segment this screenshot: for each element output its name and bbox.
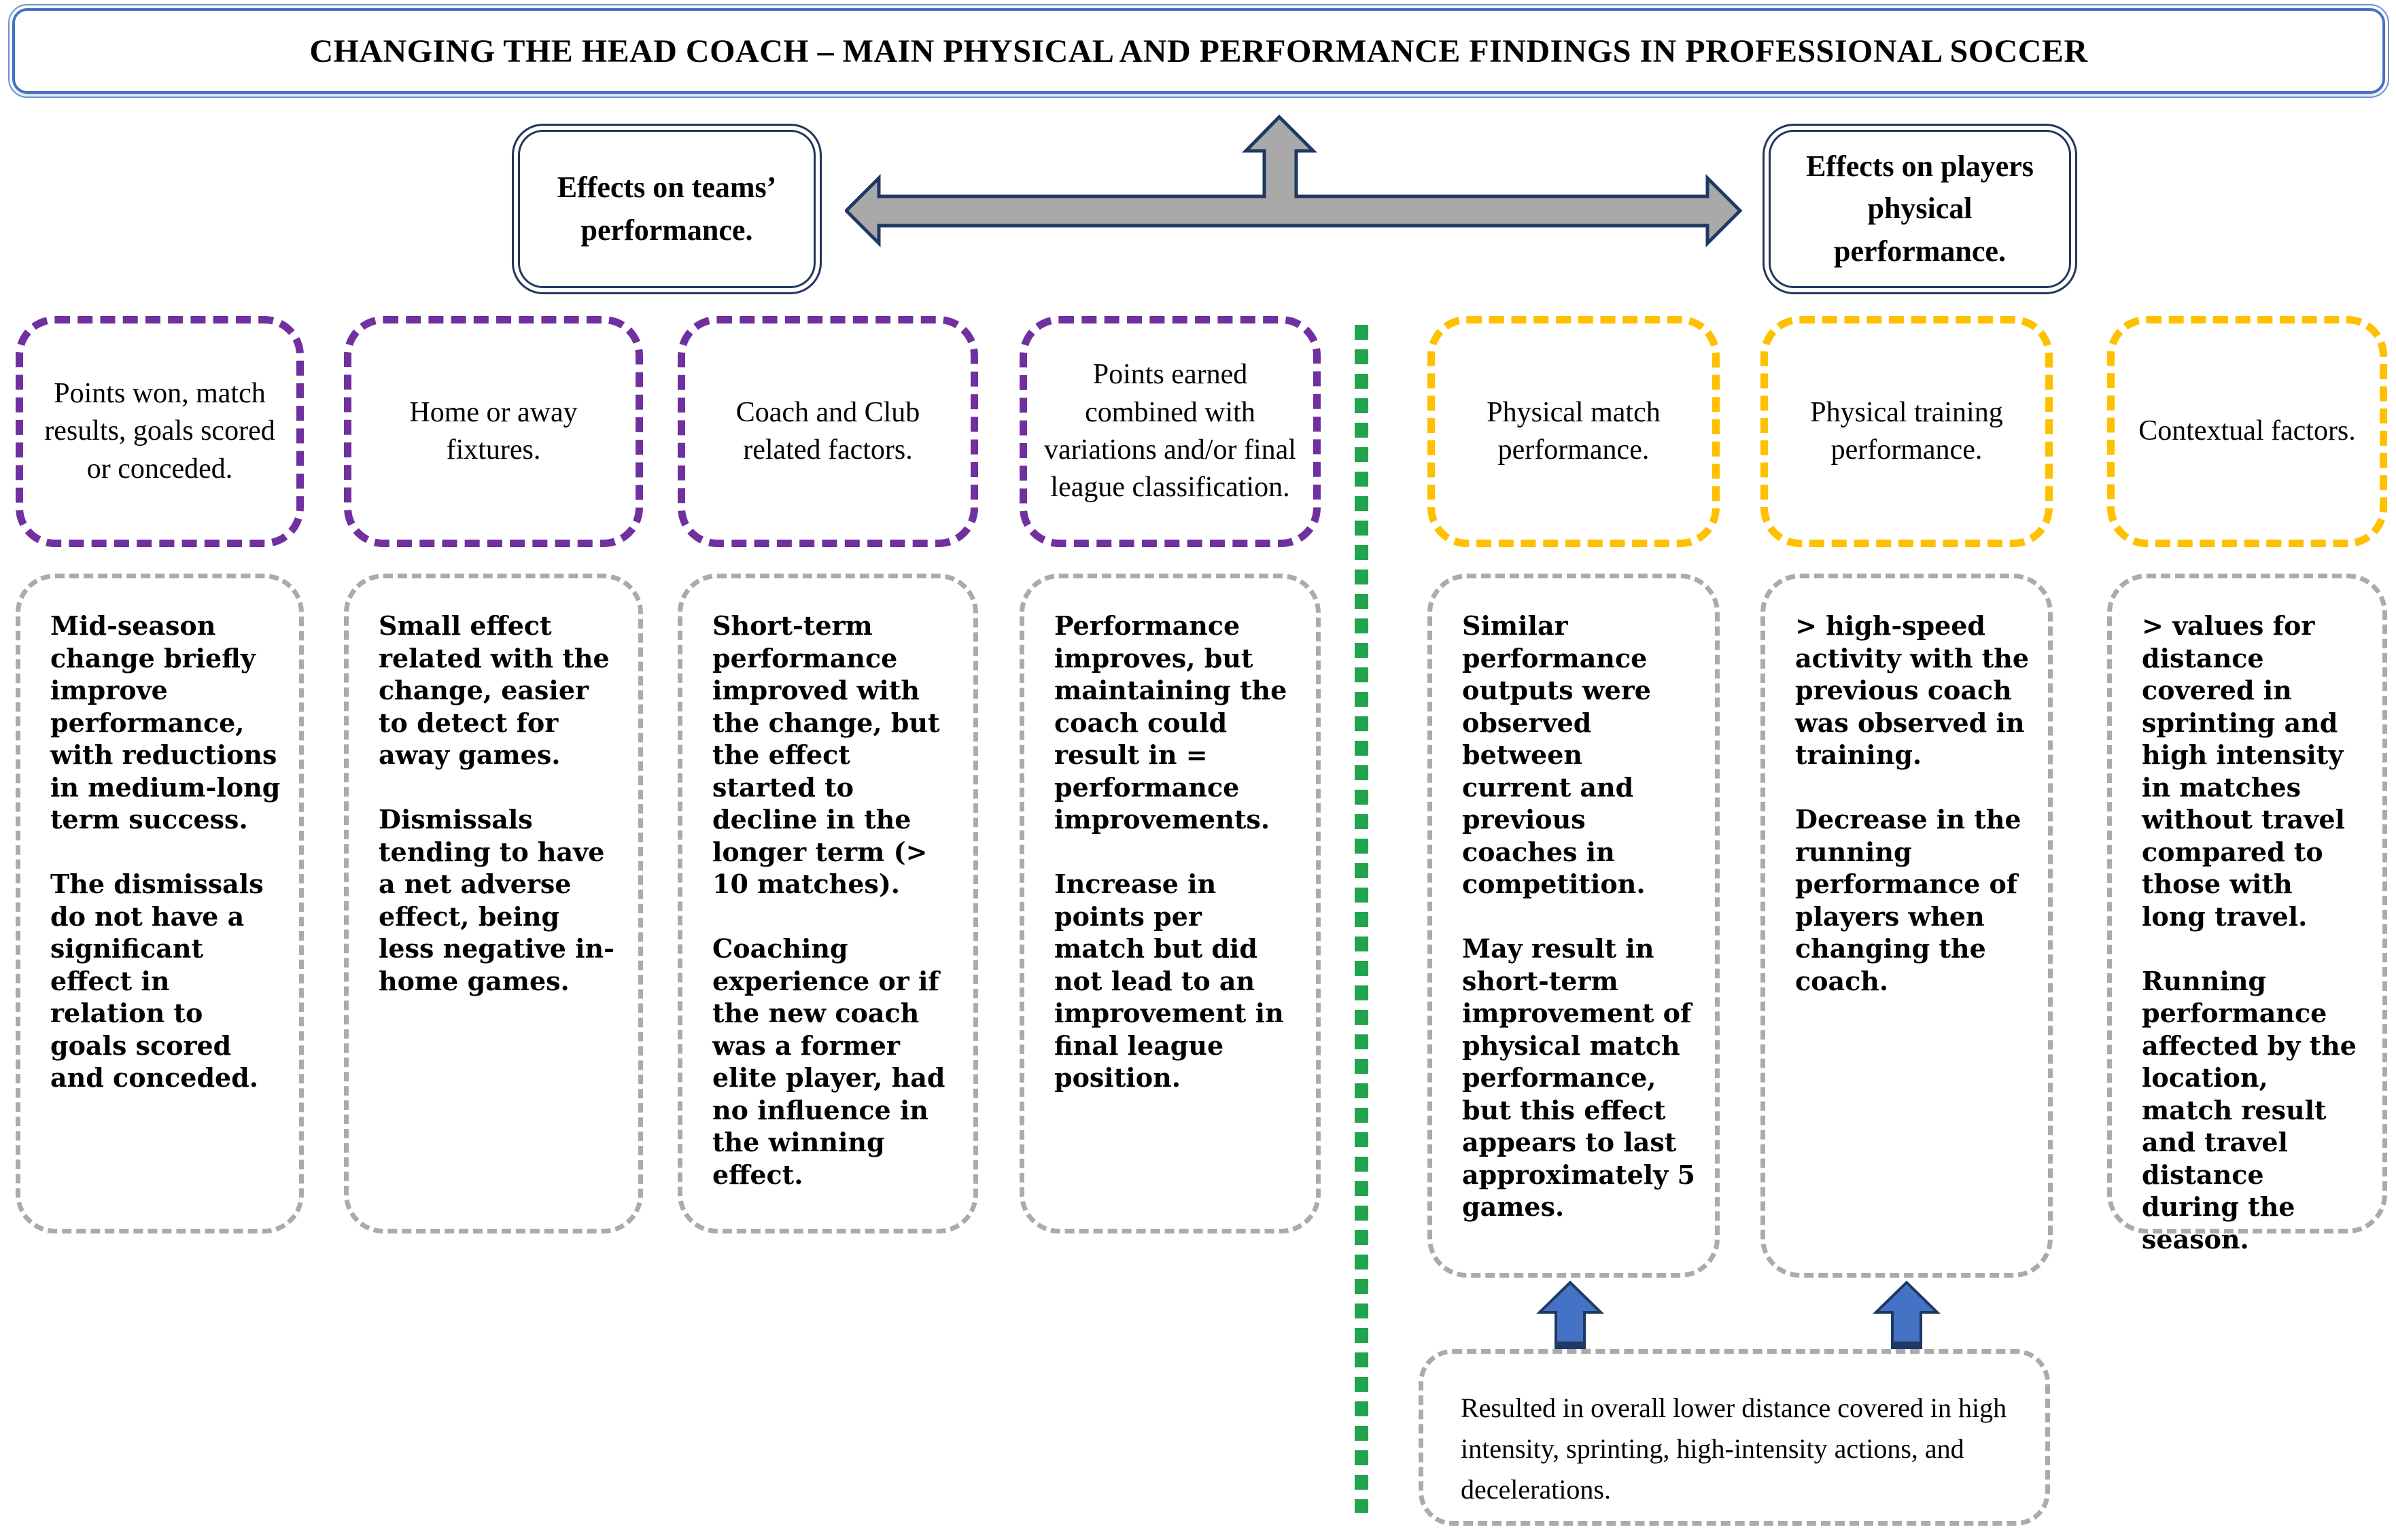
- effects-players-label: Effects on players physical performance.: [1806, 149, 2034, 268]
- effects-teams-box: Effects on teams’ performance.: [512, 124, 822, 294]
- category-label: Points earned combined with variations a…: [1044, 359, 1296, 504]
- finding-text: Short-term performance improved with the…: [712, 610, 945, 1190]
- figure-title: CHANGING THE HEAD COACH – MAIN PHYSICAL …: [309, 33, 2088, 69]
- finding-text: Mid-season change briefly improve perfor…: [50, 610, 281, 1093]
- summary-text: Resulted in overall lower distance cover…: [1461, 1393, 2007, 1505]
- category-box-coach-club: Coach and Club related factors.: [678, 316, 978, 547]
- finding-text: > high-speed activity with the previous …: [1795, 610, 2030, 996]
- finding-text: Similar performance outputs were observe…: [1462, 610, 1695, 1222]
- up-arrow-icon: [1536, 1280, 1604, 1357]
- up-arrow-icon: [1873, 1280, 1941, 1357]
- title-banner: CHANGING THE HEAD COACH – MAIN PHYSICAL …: [8, 4, 2389, 98]
- category-label: Points won, match results, goals scored …: [44, 377, 275, 485]
- category-box-points-won: Points won, match results, goals scored …: [16, 316, 304, 547]
- finding-box-home-away: Small effect related with the change, ea…: [344, 574, 643, 1233]
- category-box-points-earned: Points earned combined with variations a…: [1020, 316, 1321, 547]
- finding-box-contextual: > values for distance covered in sprinti…: [2107, 574, 2387, 1255]
- category-label: Physical training performance.: [1810, 396, 2003, 466]
- finding-box-physical-training: > high-speed activity with the previous …: [1760, 574, 2053, 1278]
- category-label: Physical match performance.: [1487, 396, 1661, 466]
- effects-teams-label: Effects on teams’ performance.: [557, 171, 777, 247]
- finding-text: Performance improves, but maintaining th…: [1054, 610, 1287, 1093]
- category-box-physical-training: Physical training performance.: [1760, 316, 2053, 547]
- category-label: Coach and Club related factors.: [735, 396, 920, 466]
- category-label: Contextual factors.: [2138, 415, 2356, 447]
- category-box-home-away: Home or away fixtures.: [344, 316, 643, 547]
- category-box-physical-match: Physical match performance.: [1427, 316, 1720, 547]
- effects-players-box: Effects on players physical performance.: [1763, 124, 2077, 294]
- branch-arrow-shape: [845, 114, 1743, 248]
- finding-box-physical-match: Similar performance outputs were observe…: [1427, 574, 1720, 1278]
- finding-text: Small effect related with the change, ea…: [379, 610, 614, 996]
- finding-box-points-earned: Performance improves, but maintaining th…: [1020, 574, 1321, 1233]
- section-divider: [1355, 325, 1368, 1513]
- category-box-contextual: Contextual factors.: [2107, 316, 2387, 547]
- summary-box: Resulted in overall lower distance cover…: [1419, 1349, 2050, 1526]
- finding-box-coach-club: Short-term performance improved with the…: [678, 574, 978, 1233]
- finding-text: > values for distance covered in sprinti…: [2142, 610, 2357, 1255]
- category-label: Home or away fixtures.: [409, 396, 578, 466]
- branch-arrow-icon: [845, 114, 1743, 248]
- finding-box-points-won: Mid-season change briefly improve perfor…: [16, 574, 304, 1233]
